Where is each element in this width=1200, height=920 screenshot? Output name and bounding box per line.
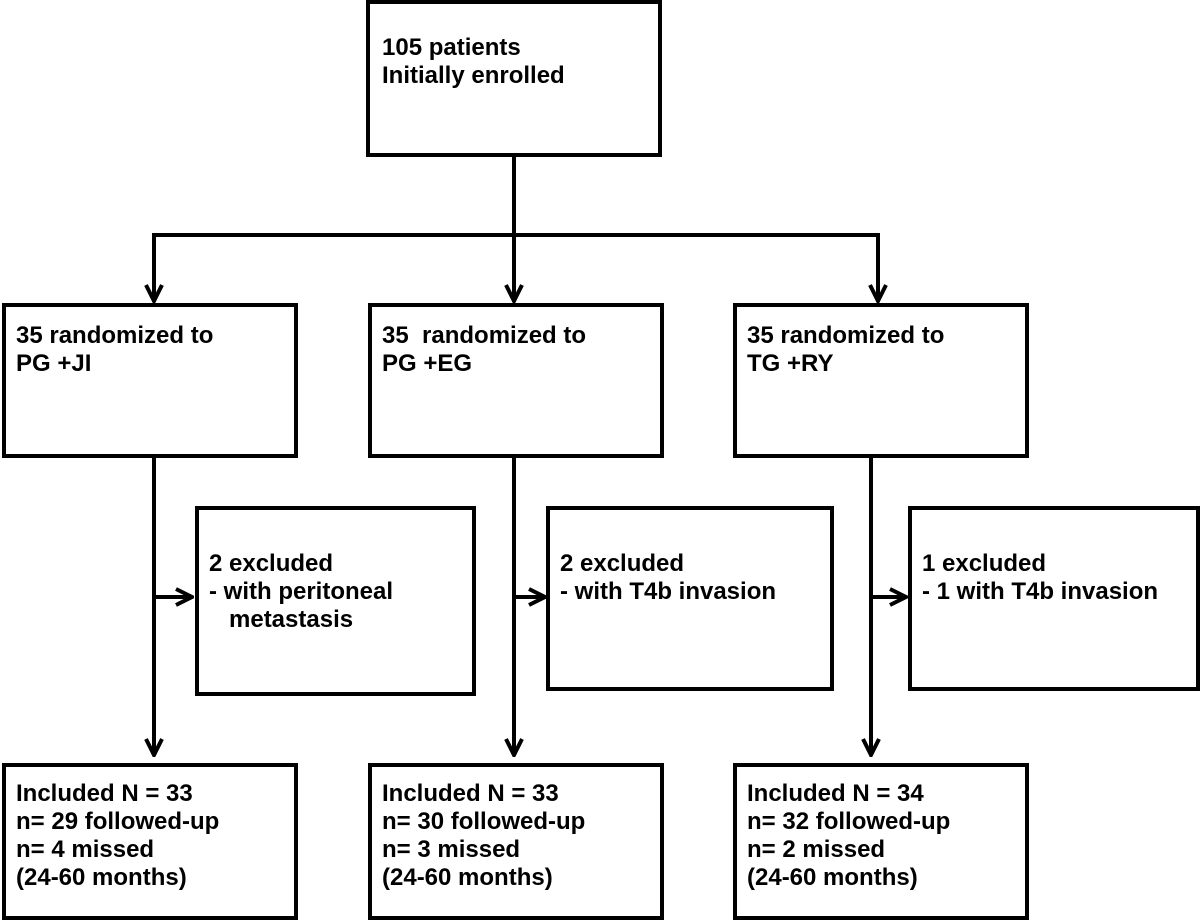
- arm-tg-ry-box: 35 randomized to TG +RY: [733, 303, 1029, 458]
- excluded-pg-ji-box: 2 excluded - with peritoneal metastasis: [195, 506, 476, 696]
- included-tg-ry-line-2: n= 32 followed-up: [747, 808, 951, 835]
- arm-pg-eg-line-2: PG +EG: [382, 350, 473, 377]
- arm-tg-ry-line-1: 35 randomized to: [747, 322, 945, 349]
- excluded-pg-ji-line-1: 2 excluded: [209, 550, 334, 577]
- included-tg-ry-line-3: n= 2 missed: [747, 836, 886, 863]
- included-tg-ry-line-4: (24-60 months): [747, 864, 918, 891]
- enrolled-line-2: Initially enrolled: [382, 62, 565, 89]
- enrolled-line-1: 105 patients: [382, 34, 521, 61]
- excluded-tg-ry-line-2: - 1 with T4b invasion: [922, 578, 1159, 605]
- included-pg-eg-line-1: Included N = 33: [382, 780, 559, 807]
- included-pg-ji-box: Included N = 33 n= 29 followed-up n= 4 m…: [2, 763, 298, 920]
- arm-tg-ry-line-2: TG +RY: [747, 350, 834, 377]
- included-pg-ji-line-3: n= 4 missed: [16, 836, 155, 863]
- included-pg-eg-line-2: n= 30 followed-up: [382, 808, 586, 835]
- included-pg-eg-line-3: n= 3 missed: [382, 836, 521, 863]
- included-pg-ji-line-1: Included N = 33: [16, 780, 193, 807]
- arm-pg-ji-box: 35 randomized to PG +JI: [2, 303, 298, 458]
- arm-pg-eg-line-1: 35 randomized to: [382, 322, 587, 349]
- excluded-pg-eg-box: 2 excluded - with T4b invasion: [546, 506, 834, 691]
- excluded-tg-ry-line-1: 1 excluded: [922, 550, 1047, 577]
- arm-pg-ji-line-2: PG +JI: [16, 350, 92, 377]
- excluded-pg-eg-line-1: 2 excluded: [560, 550, 685, 577]
- included-tg-ry-line-1: Included N = 34: [747, 780, 924, 807]
- included-tg-ry-box: Included N = 34 n= 32 followed-up n= 2 m…: [733, 763, 1029, 920]
- excluded-pg-eg-line-2: - with T4b invasion: [560, 578, 777, 605]
- included-pg-eg-line-4: (24-60 months): [382, 864, 553, 891]
- excluded-pg-ji-line-2: - with peritoneal: [209, 578, 394, 605]
- included-pg-ji-line-4: (24-60 months): [16, 864, 187, 891]
- excluded-tg-ry-box: 1 excluded - 1 with T4b invasion: [908, 506, 1200, 691]
- excluded-pg-ji-line-3: metastasis: [209, 606, 354, 633]
- arm-pg-ji-line-1: 35 randomized to: [16, 322, 214, 349]
- included-pg-ji-line-2: n= 29 followed-up: [16, 808, 220, 835]
- enrolled-box: 105 patients Initially enrolled: [366, 0, 662, 157]
- included-pg-eg-box: Included N = 33 n= 30 followed-up n= 3 m…: [368, 763, 664, 920]
- arm-pg-eg-box: 35 randomized to PG +EG: [368, 303, 664, 458]
